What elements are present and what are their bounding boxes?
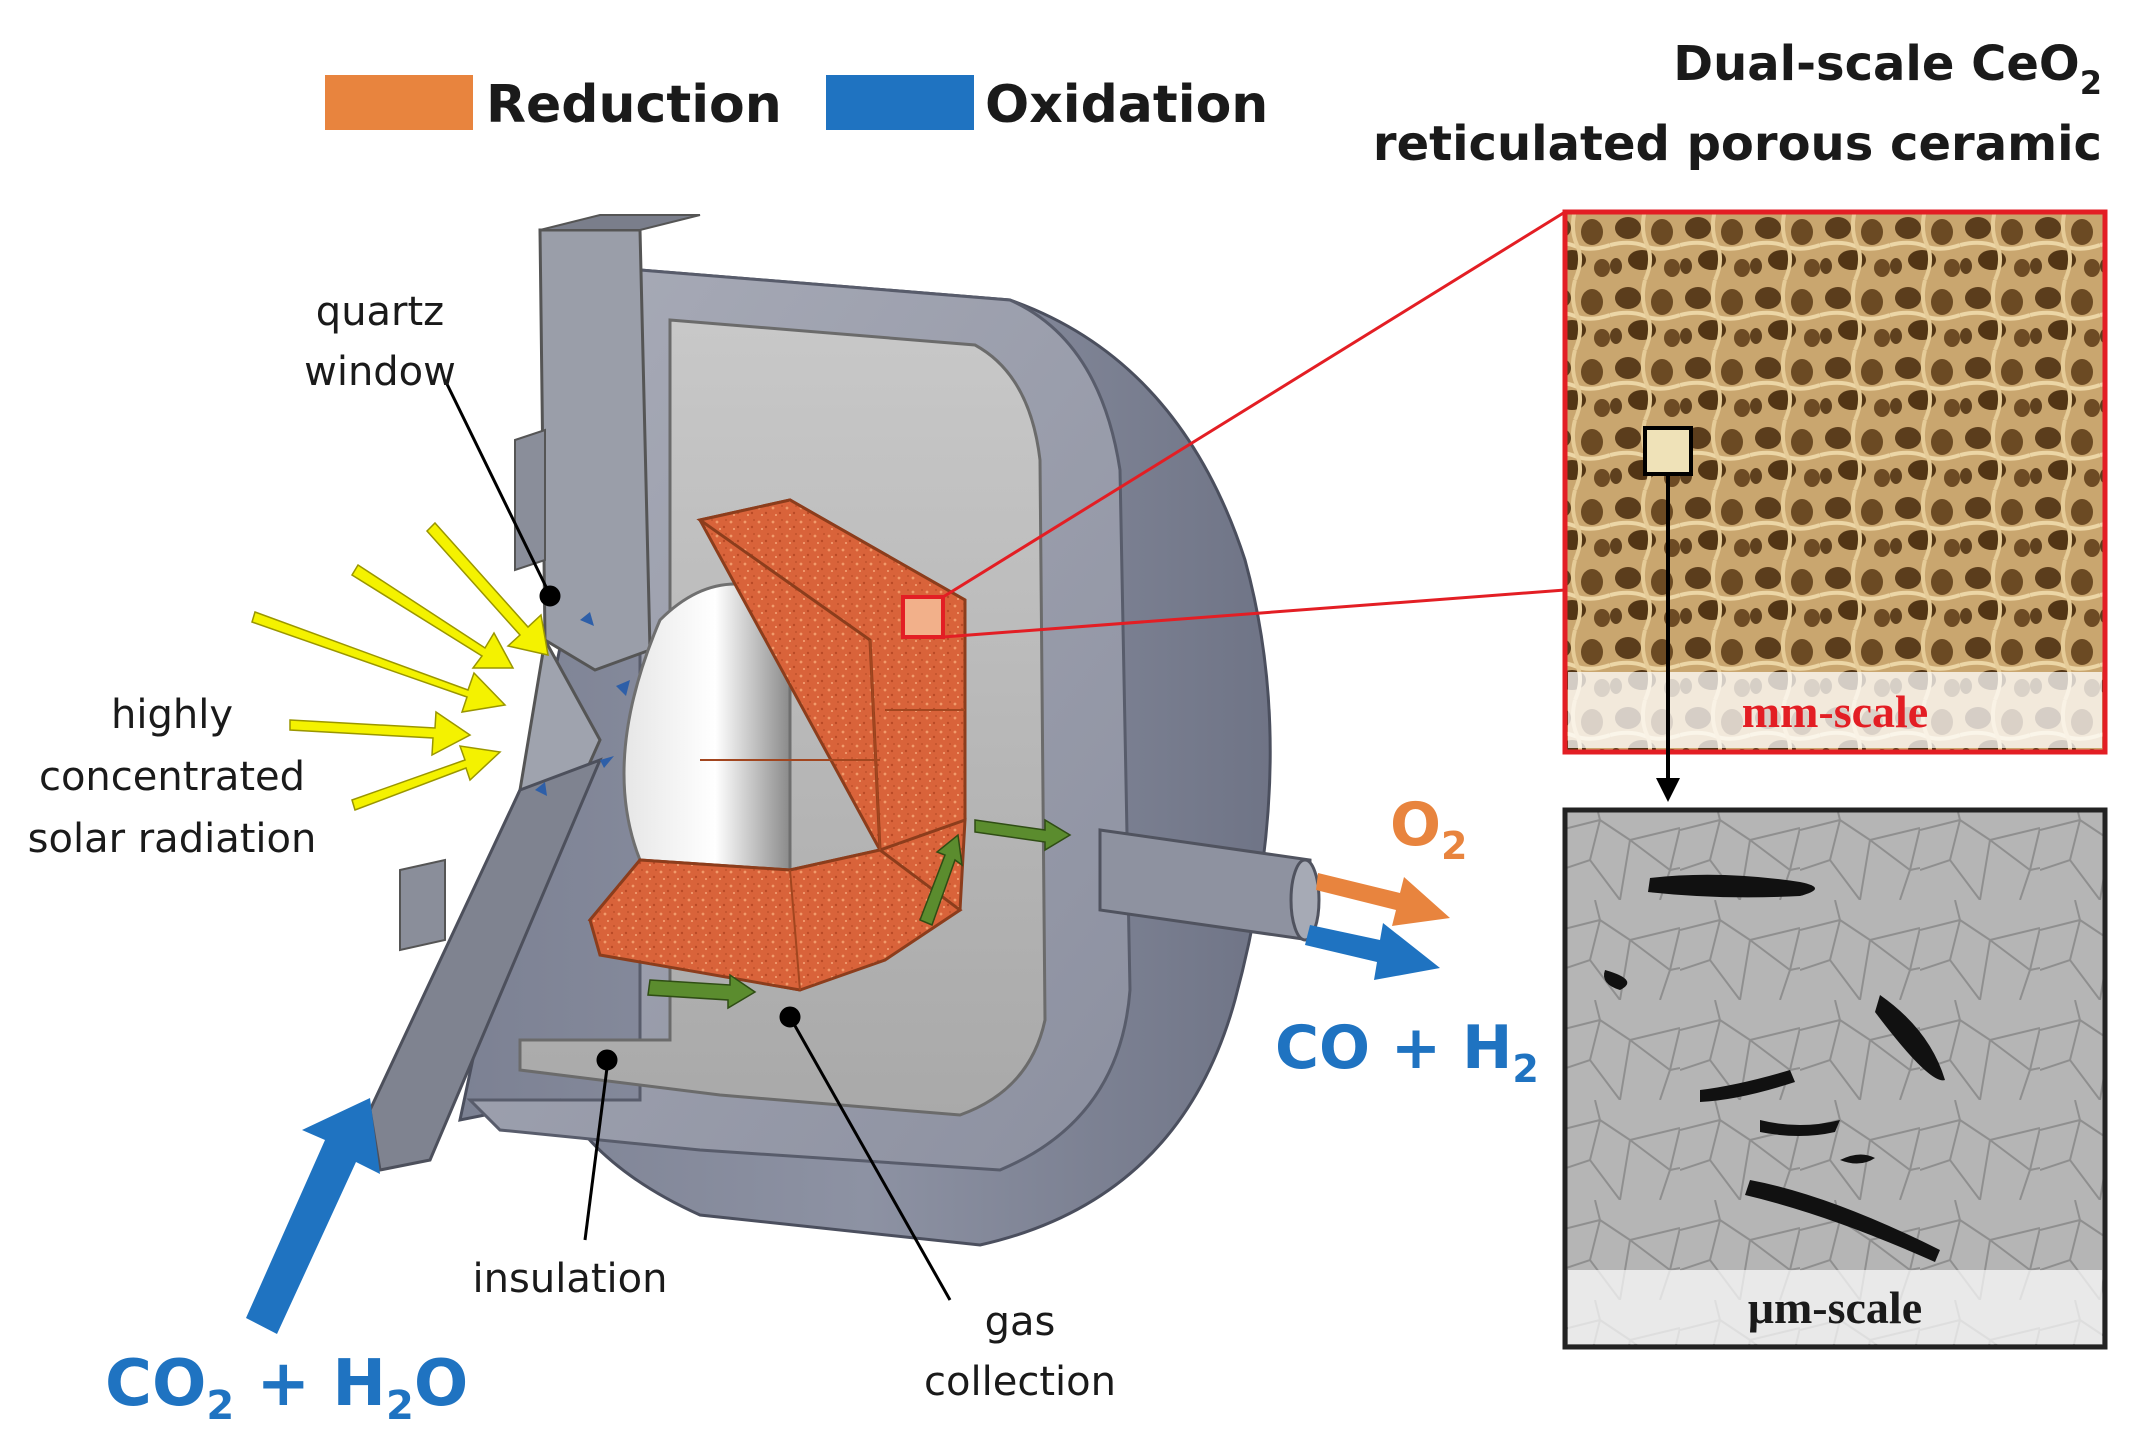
legend-oxidation-swatch bbox=[826, 75, 974, 130]
solar-radiation-arrows bbox=[251, 521, 549, 811]
radiation-arrow-4 bbox=[289, 710, 472, 757]
inlet-gas-label: CO2 + H2O bbox=[105, 1347, 468, 1429]
um-scale-caption-band bbox=[1568, 1270, 2102, 1344]
window-gas-arrows bbox=[535, 612, 630, 796]
um-source-box bbox=[1643, 426, 1693, 476]
inlet-flow-arrow bbox=[246, 1098, 380, 1334]
mm-scale-inset: mm-scale bbox=[1562, 209, 2108, 755]
radiation-arrow-3 bbox=[251, 611, 507, 713]
flange-tab-lower bbox=[399, 858, 446, 952]
um-scale-frame bbox=[1562, 807, 2108, 1350]
legend-oxidation-label: Oxidation bbox=[985, 75, 1268, 135]
um-scale-pores bbox=[1604, 874, 1945, 1262]
gas-outlet-pipe-end bbox=[1289, 858, 1321, 942]
legend-reduction-swatch bbox=[325, 75, 473, 130]
gas-collection-leader bbox=[788, 1016, 952, 1301]
gas-collection-label-2: collection bbox=[924, 1359, 1116, 1405]
solar-reactor bbox=[368, 214, 1321, 1247]
leader-lines bbox=[443, 379, 952, 1301]
um-scale-inset: μm-scale bbox=[1562, 807, 2108, 1350]
panel-title: Dual-scale CeO2 reticulated porous ceram… bbox=[1373, 36, 2102, 172]
o2-outlet-arrow bbox=[1316, 873, 1450, 926]
front-flange-top-side bbox=[539, 214, 701, 231]
panel-title-line1: Dual-scale CeO bbox=[1673, 36, 2080, 92]
radiation-arrow-5 bbox=[351, 745, 502, 811]
radiation-arrow-2 bbox=[350, 563, 515, 669]
radiation-label-2: concentrated bbox=[39, 754, 305, 800]
um-scale-micrograph bbox=[1565, 810, 2105, 1347]
quartz-window-label-1: quartz bbox=[316, 289, 444, 335]
ceria-lower-brick bbox=[588, 848, 963, 992]
gas-collection-label-1: gas bbox=[985, 1299, 1056, 1345]
svg-text:Dual-scale CeO2: Dual-scale CeO2 bbox=[1673, 36, 2102, 102]
radiation-label-1: highly bbox=[111, 692, 233, 738]
gas-collection-arrows bbox=[647, 818, 1072, 1010]
panel-title-line2: reticulated porous ceramic bbox=[1373, 116, 2102, 172]
mm-scale-caption-band bbox=[1568, 672, 2102, 748]
o2-label: O2 bbox=[1390, 790, 1467, 868]
quartz-window-label-2: window bbox=[304, 349, 456, 395]
quartz-window-leader bbox=[443, 379, 552, 596]
zoom-line-top bbox=[942, 210, 1566, 599]
zoom-callout bbox=[901, 210, 1566, 639]
insulation-label: insulation bbox=[473, 1256, 668, 1302]
gas-inlet-channel bbox=[368, 757, 603, 1172]
radiation-label-3: solar radiation bbox=[28, 816, 317, 862]
radiation-arrow-1 bbox=[425, 521, 549, 656]
panel-title-subscript: 2 bbox=[2080, 64, 2102, 102]
zoom-line-bottom bbox=[942, 588, 1566, 639]
co-h2-outlet-arrow bbox=[1305, 923, 1440, 980]
um-scale-label: μm-scale bbox=[1748, 1282, 1922, 1333]
mm-scale-label: mm-scale bbox=[1742, 686, 1928, 737]
insulation-leader bbox=[583, 1059, 610, 1241]
mm-scale-photo bbox=[1565, 212, 2105, 752]
legend: Reduction Oxidation bbox=[325, 75, 1268, 135]
mm-scale-frame bbox=[1562, 209, 2108, 755]
ceria-brick-seams bbox=[700, 639, 965, 991]
flange-tab-upper bbox=[514, 428, 546, 572]
zoom-source-box bbox=[901, 595, 945, 639]
legend-reduction-label: Reduction bbox=[486, 75, 782, 135]
co-h2-label: CO + H2 bbox=[1275, 1013, 1539, 1091]
